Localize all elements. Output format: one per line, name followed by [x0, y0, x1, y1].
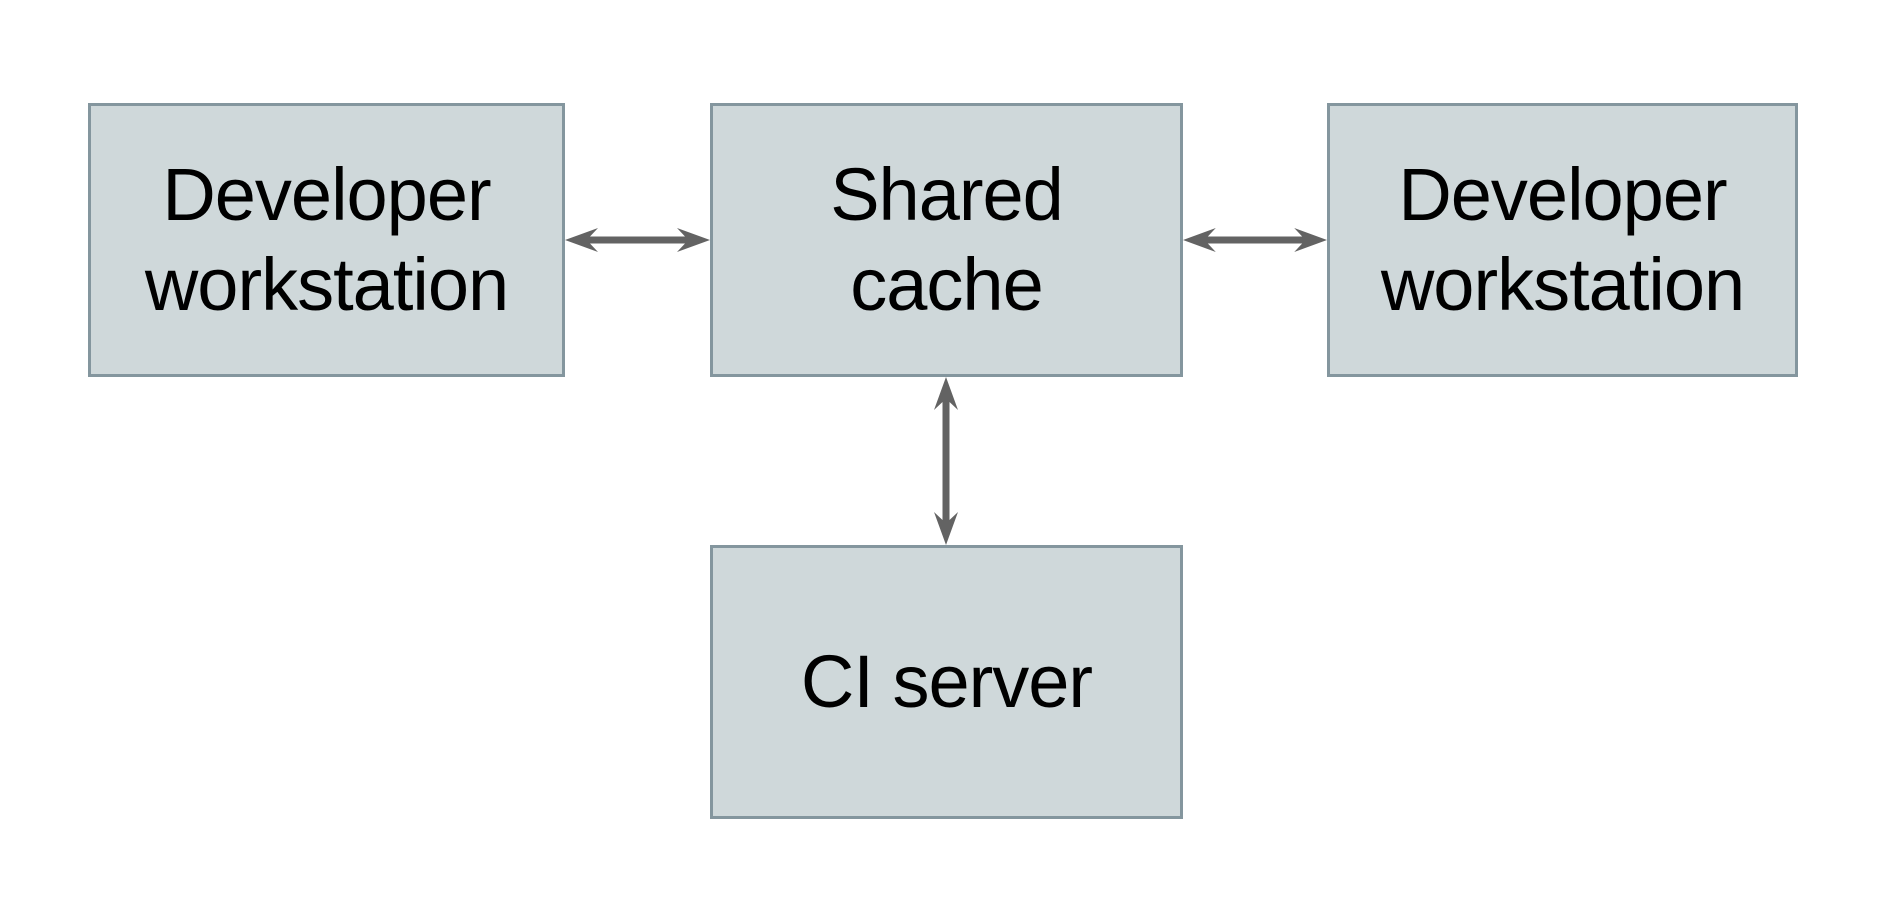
arrow-shape [934, 377, 958, 545]
bidirectional-arrow-icon-right [1183, 226, 1327, 254]
node-label: Shared cache [830, 153, 1064, 326]
bidirectional-arrow-icon-vertical [932, 377, 960, 545]
node-ci-server: CI server [710, 545, 1183, 819]
bidirectional-arrow-icon-left [565, 226, 710, 254]
node-label: Developer workstation [1380, 153, 1745, 326]
node-developer-workstation-left: Developer workstation [88, 103, 565, 377]
node-developer-workstation-right: Developer workstation [1327, 103, 1798, 377]
arrow-shape [1183, 228, 1327, 252]
node-shared-cache: Shared cache [710, 103, 1183, 377]
node-label: CI server [800, 640, 1093, 723]
node-label: Developer workstation [144, 153, 509, 326]
arrow-shape [565, 228, 710, 252]
